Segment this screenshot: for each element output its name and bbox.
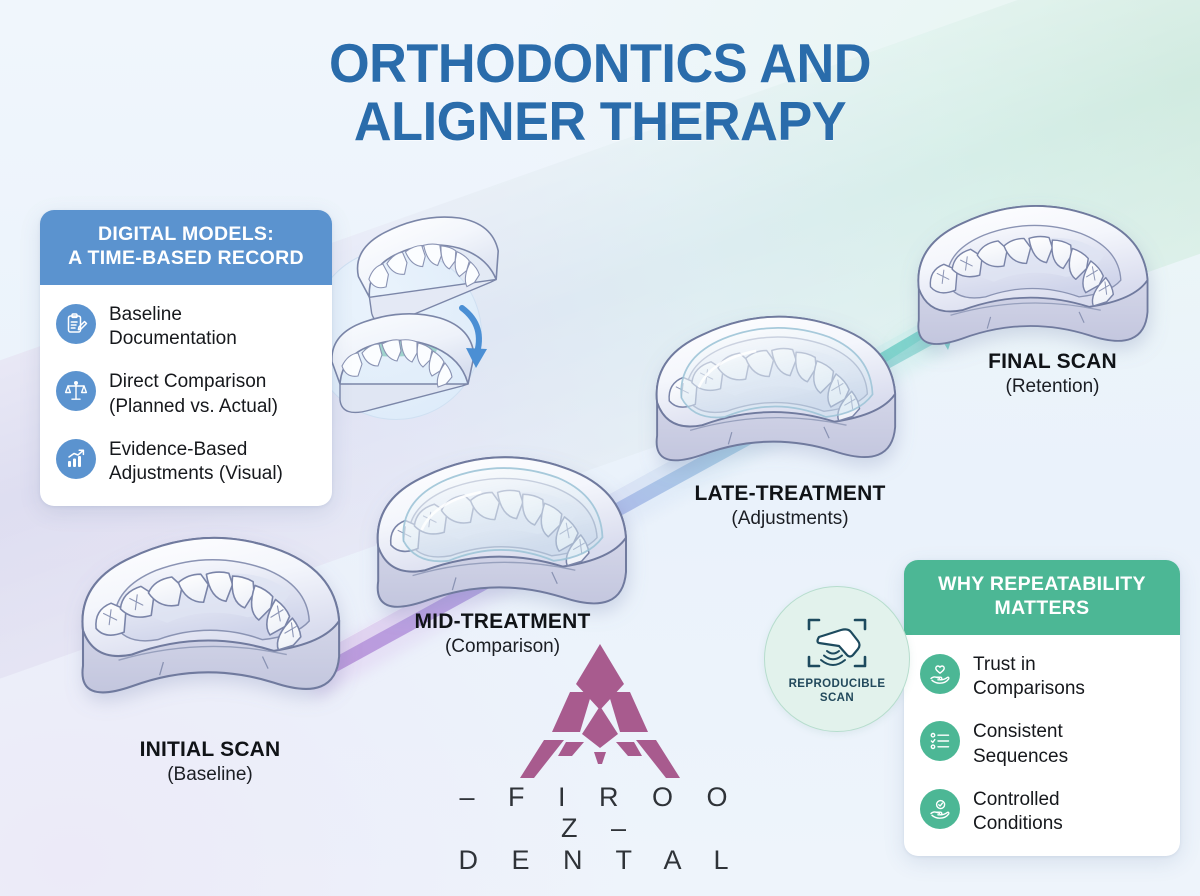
stage-label-final-scan: FINAL SCAN (Retention) bbox=[930, 350, 1175, 398]
badge-label-line2: SCAN bbox=[819, 692, 855, 704]
digital-models-card-heading: DIGITAL MODELS: A TIME-BASED RECORD bbox=[40, 210, 332, 285]
list-item-label: Trust in Comparisons bbox=[973, 651, 1085, 702]
why-repeatability-card-body: Trust in Comparisons Consiste bbox=[904, 635, 1180, 857]
list-item: Evidence-Based Adjustments (Visual) bbox=[56, 436, 314, 487]
list-item-label: Controlled Conditions bbox=[973, 786, 1063, 837]
bar-chart-arrow-icon bbox=[56, 438, 96, 479]
brand-tagline: D E N T A L bbox=[458, 845, 742, 875]
stage-title: LATE-TREATMENT bbox=[694, 482, 886, 505]
item-line1: Controlled bbox=[973, 788, 1060, 810]
brand-logo: – F I R O O Z – D E N T A L bbox=[455, 640, 745, 876]
stage-title: FINAL SCAN bbox=[988, 350, 1117, 373]
list-item-label: Direct Comparison (Planned vs. Actual) bbox=[109, 368, 278, 419]
reproducible-scan-label: REPRODUCIBLE SCAN bbox=[789, 677, 886, 705]
list-item: Trust in Comparisons bbox=[920, 651, 1162, 702]
digital-models-card-body: Baseline Documentation Direct bbox=[40, 285, 332, 507]
checklist-icon bbox=[920, 721, 960, 762]
paired-arch-models-illustration bbox=[331, 216, 500, 414]
stage-label-initial: INITIAL SCAN (Baseline) bbox=[60, 738, 360, 786]
why-repeatability-card-heading: WHY REPEATABILITY MATTERS bbox=[904, 560, 1180, 635]
firooz-triangle-mark-icon bbox=[520, 644, 680, 778]
digital-models-heading-line1: DIGITAL MODELS: bbox=[97, 223, 275, 245]
list-item-label: Baseline Documentation bbox=[109, 301, 237, 352]
stage-label-late-treatment: LATE-TREATMENT (Adjustments) bbox=[640, 482, 940, 530]
intraoral-scanner-icon bbox=[807, 618, 867, 668]
page-title: ORTHODONTICS AND ALIGNER THERAPY bbox=[0, 34, 1200, 151]
stage-subtitle: (Retention) bbox=[1005, 376, 1100, 397]
clipboard-pen-icon bbox=[56, 303, 96, 344]
page-title-line2: ALIGNER THERAPY bbox=[353, 90, 847, 153]
why-repeatability-card: WHY REPEATABILITY MATTERS Trust in Compa… bbox=[904, 560, 1180, 857]
item-line2: (Planned vs. Actual) bbox=[109, 395, 278, 417]
hand-heart-icon bbox=[920, 653, 960, 694]
item-line2: Documentation bbox=[109, 327, 237, 349]
list-item: Baseline Documentation bbox=[56, 301, 314, 352]
stage-label-mid-treatment: MID-TREATMENT (Comparison) bbox=[355, 610, 650, 658]
item-line2: Adjustments (Visual) bbox=[109, 463, 283, 485]
stage-subtitle: (Adjustments) bbox=[731, 508, 849, 529]
stage-subtitle: (Baseline) bbox=[167, 764, 253, 785]
list-item: Direct Comparison (Planned vs. Actual) bbox=[56, 368, 314, 419]
reproducible-scan-badge: REPRODUCIBLE SCAN bbox=[764, 586, 910, 732]
item-line1: Direct Comparison bbox=[109, 371, 267, 393]
stage-title: INITIAL SCAN bbox=[139, 738, 281, 761]
list-item-label: Consistent Sequences bbox=[973, 718, 1068, 769]
why-repeatability-heading-line2: MATTERS bbox=[994, 596, 1090, 619]
item-line2: Sequences bbox=[973, 745, 1069, 767]
why-repeatability-heading-line1: WHY REPEATABILITY bbox=[938, 573, 1146, 595]
item-line1: Consistent bbox=[973, 721, 1063, 743]
stage-subtitle: (Comparison) bbox=[444, 636, 561, 657]
badge-label-line1: REPRODUCIBLE bbox=[788, 677, 886, 690]
list-item-label: Evidence-Based Adjustments (Visual) bbox=[109, 436, 283, 487]
brand-name: – F I R O O Z – bbox=[459, 782, 741, 843]
item-line1: Evidence-Based bbox=[109, 438, 248, 460]
item-line1: Baseline bbox=[109, 303, 182, 325]
stage-title: MID-TREATMENT bbox=[414, 610, 591, 633]
list-item: Controlled Conditions bbox=[920, 786, 1162, 837]
page-title-line1: ORTHODONTICS AND bbox=[329, 32, 871, 94]
hand-check-icon bbox=[920, 788, 960, 829]
digital-models-card: DIGITAL MODELS: A TIME-BASED RECORD Bas bbox=[40, 210, 332, 507]
digital-models-heading-line2: A TIME-BASED RECORD bbox=[68, 246, 304, 269]
item-line2: Comparisons bbox=[973, 677, 1085, 699]
balance-scales-icon bbox=[56, 371, 96, 412]
item-line2: Conditions bbox=[973, 813, 1063, 835]
item-line1: Trust in bbox=[973, 653, 1036, 675]
list-item: Consistent Sequences bbox=[920, 718, 1162, 769]
